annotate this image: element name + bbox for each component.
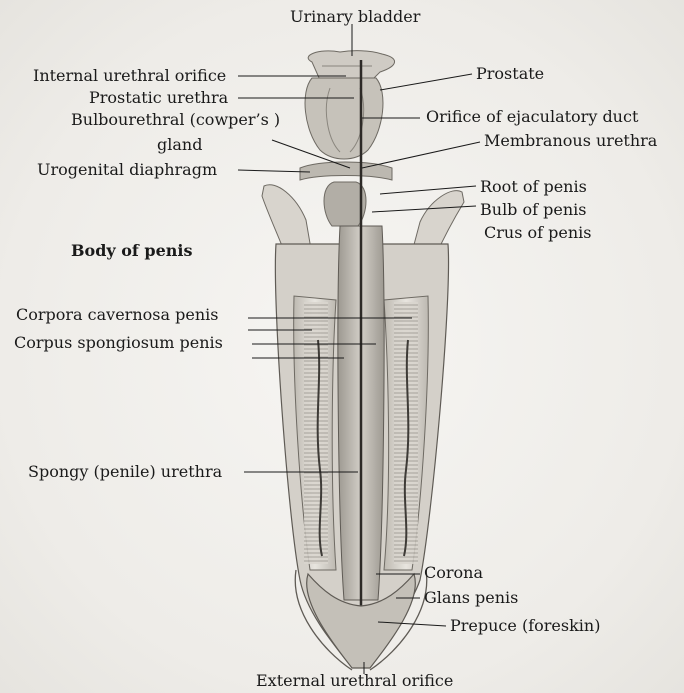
label-prostate: Prostate	[476, 65, 544, 83]
label-root-of-penis: Root of penis	[480, 178, 587, 196]
label-corpus-spongiosum: Corpus spongiosum penis	[14, 334, 223, 352]
label-prostatic-urethra: Prostatic urethra	[89, 89, 228, 107]
label-corona: Corona	[424, 564, 483, 582]
label-urogenital-diaphragm: Urogenital diaphragm	[37, 161, 217, 179]
label-internal-urethral-orifice: Internal urethral orifice	[33, 67, 226, 85]
label-bulb-of-penis: Bulb of penis	[480, 201, 587, 219]
label-prepuce: Prepuce (foreskin)	[450, 617, 600, 635]
label-urinary-bladder: Urinary bladder	[290, 8, 420, 26]
label-orifice-ejaculatory-duct: Orifice of ejaculatory duct	[426, 108, 638, 126]
label-membranous-urethra: Membranous urethra	[484, 132, 657, 150]
label-bulbourethral-gland-line2: gland	[157, 136, 202, 154]
label-crus-of-penis: Crus of penis	[484, 224, 591, 242]
label-glans-penis: Glans penis	[424, 589, 518, 607]
leader-membranous-urethra	[362, 142, 480, 168]
label-spongy-urethra: Spongy (penile) urethra	[28, 463, 222, 481]
label-bulbourethral-gland-line1: Bulbourethral (cowper’s )	[71, 111, 280, 129]
leader-urogenital-diaphragm	[238, 170, 310, 172]
bulb-of-penis-shape	[324, 182, 366, 226]
label-external-urethral-orifice: External urethral orifice	[256, 672, 453, 690]
label-body-of-penis: Body of penis	[71, 242, 192, 260]
leader-prostate	[380, 74, 472, 90]
label-corpora-cavernosa: Corpora cavernosa penis	[16, 306, 218, 324]
